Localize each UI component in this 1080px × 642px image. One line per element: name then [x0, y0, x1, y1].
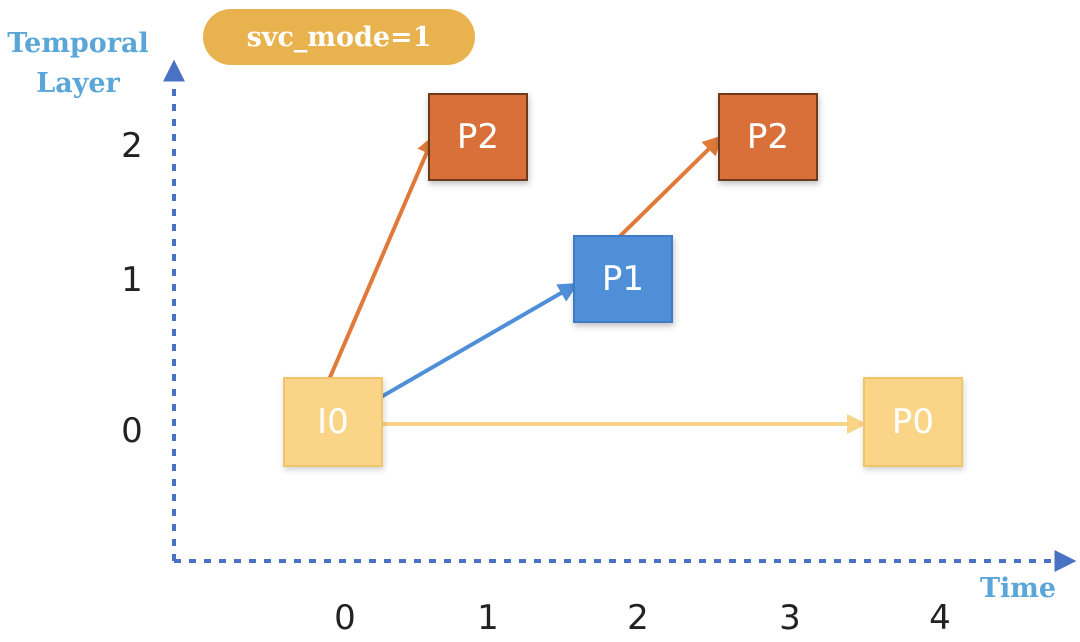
y-axis-title: Temporal Layer [0, 24, 156, 104]
y-axis-title-line-2: Layer [36, 68, 120, 99]
frame-p0: P0 [863, 377, 963, 467]
y-tick-2: 2 [121, 126, 143, 166]
y-tick-1: 1 [121, 260, 143, 300]
x-tick-3: 3 [779, 598, 801, 638]
x-tick-2: 2 [627, 598, 649, 638]
edge-i0-to-p2a [326, 134, 436, 383]
edge-i0-to-p1 [380, 283, 579, 399]
x-tick-4: 4 [929, 598, 951, 638]
y-tick-0: 0 [121, 411, 143, 451]
frame-i0: I0 [283, 377, 383, 467]
x-tick-1: 1 [477, 598, 499, 638]
frame-p2b: P2 [718, 93, 818, 181]
svc-mode-badge: svc_mode=1 [203, 9, 475, 65]
frame-p2a: P2 [428, 93, 528, 181]
edge-p1-to-p2b [611, 135, 723, 245]
y-axis-title-line-1: Temporal [7, 28, 149, 59]
frame-p1: P1 [573, 235, 673, 323]
x-tick-0: 0 [334, 598, 356, 638]
x-axis-title: Time [979, 573, 1057, 604]
